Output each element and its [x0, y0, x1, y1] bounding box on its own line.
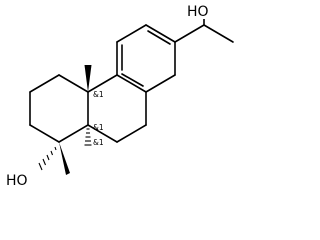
- bond-left-upper-left: [29, 74, 60, 93]
- middle-ring: [87, 74, 147, 143]
- bond-left-lower-right: [58, 124, 89, 143]
- bond-mid-lower-right: [116, 124, 147, 143]
- bond-ar-inner-2: [121, 73, 144, 87]
- wedge-bond-angular-methyl: [84, 65, 92, 92]
- atom-label-top-hydroxyl: HO: [186, 3, 210, 20]
- bond-to-methyl: [203, 24, 234, 43]
- atom-label-bottom-hydroxyl: HO: [5, 172, 29, 189]
- stereo-label-lower: &1: [93, 138, 104, 147]
- bond-ring-to-quaternary: [174, 24, 205, 43]
- bond-mid-lower-left: [87, 124, 118, 143]
- bond-ar-right-lower: [145, 74, 176, 93]
- bond-left-lower-left: [29, 124, 60, 143]
- stereo-label-upper: &1: [93, 90, 104, 99]
- bottom-hydroxyl-label: HO: [6, 173, 28, 189]
- hashed-bond-junction-h: [84, 128, 92, 146]
- wedge-bond-lower-methyl: [59, 142, 70, 175]
- bond-ar-inner-1: [147, 30, 171, 45]
- left-ring: [29, 74, 89, 143]
- bond-mid-upper-left: [87, 74, 118, 93]
- molecule-structure-diagram: HO HO &1 &1 &1: [5, 3, 234, 189]
- bond-left-top: [58, 74, 89, 93]
- stereo-label-middle: &1: [93, 123, 104, 132]
- bond-ar-top-left: [116, 24, 147, 43]
- bond-ar-top: [145, 24, 176, 43]
- hashed-bond-hydroxyl: [38, 146, 57, 171]
- aromatic-ring: [116, 24, 176, 93]
- bond-ar-bottom: [116, 74, 147, 93]
- top-hydroxyl-label: HO: [187, 4, 209, 20]
